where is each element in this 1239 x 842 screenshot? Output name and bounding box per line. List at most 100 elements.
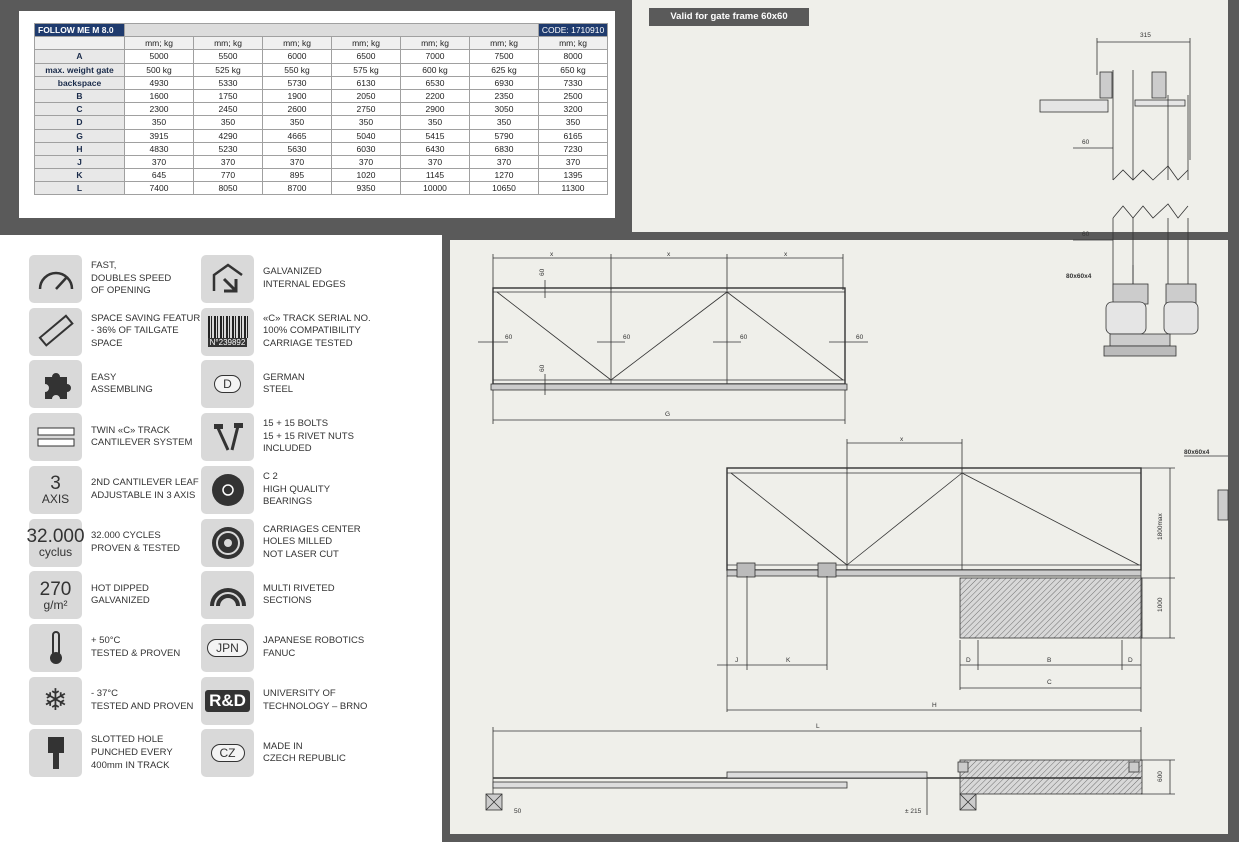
thermometer-icon [29,623,82,672]
feature-line: HOT DIPPED [91,582,149,594]
unit-cell: mm; kg [538,36,608,51]
feature-line: TESTED AND PROVEN [91,700,194,712]
feature-line: FAST, [91,260,117,272]
installed-gate-view: x 1800max 1000 80x60x4 [717,436,1229,712]
feature-line: GALVANIZED [263,266,322,278]
valid-note: Valid for gate frame 60x60 [649,8,809,26]
drawing-top-area [632,0,1239,232]
dim-x-4: x [900,436,904,443]
feature-line: INCLUDED [263,443,312,455]
dim-60-4: 60 [856,334,864,341]
feature-line: CZECH REPUBLIC [263,753,346,765]
icon-big-text: 32.000 [26,526,85,547]
speedometer-icon [29,255,82,303]
table-cell: 500 kg [124,62,194,77]
bolts-icon [201,413,254,462]
carriage-holes-icon [201,518,254,567]
unit-cell: mm; kg [469,36,539,51]
dim-D-1: D [966,657,971,664]
badge-text: JPN [207,638,248,657]
table-cell: 1600 [124,88,194,104]
feature-line: 400mm IN TRACK [91,759,170,771]
feature-line: BEARINGS [263,496,313,508]
feature-line: - 37°C [91,688,119,699]
galvanized-edge-icon [201,255,254,303]
profile-label-2: 80x60x4 [1184,449,1210,456]
feature-line: ASSEMBLING [91,384,153,396]
dim-1000: 1000 [1157,597,1164,612]
feature-line: JAPANESE ROBOTICS [263,635,365,647]
icon-big-text: 3 [50,473,61,495]
dim-H: H [932,702,937,709]
feature-item: N°239892«C» TRACK SERIAL NO.100% COMPATI… [201,307,401,356]
dim-60-3: 60 [740,334,748,341]
table-cell: 550 kg [262,62,332,77]
feature-line: TWIN «C» TRACK [91,424,171,436]
table-cell: 2300 [124,102,194,117]
icon-small-text: AXIS [41,492,70,507]
dim-60-6: 60 [539,364,546,372]
drawing-right-border [1228,0,1239,842]
table-cell: 7400 [124,181,194,196]
rnd-icon: R&D [201,676,254,725]
feature-line: UNIVERSITY OF [263,688,336,699]
badge-text: D [214,375,241,394]
barcode-number: N°239892 [207,338,248,348]
feature-line: SLOTTED HOLE [91,734,164,746]
feature-line: STEEL [263,384,294,396]
dim-215: ± 215 [905,808,922,815]
feature-line: HIGH QUALITY [263,483,331,495]
feature-line: 100% COMPATIBILITY [263,325,361,337]
feature-line: GALVANIZED [91,595,150,607]
dim-D-2: D [1128,657,1133,664]
dim-K: K [786,657,791,664]
dim-L: L [816,723,820,730]
dim-60-2: 60 [623,334,631,341]
dim-600: 600 [1157,771,1164,782]
feature-line: OF OPENING [91,285,151,297]
feature-line: DOUBLES SPEED [91,272,172,284]
feature-line: GERMAN [263,371,305,383]
table-cell: 3200 [538,102,608,117]
barcode-icon: N°239892 [201,307,254,356]
dim-C: C [1047,679,1052,686]
table-cell: 2500 [538,88,608,104]
plan-view: L 600 50 ± 215 [485,723,1175,815]
table-cell: 650 kg [538,62,608,77]
feature-line: 32.000 CYCLES [91,529,161,541]
dim-50: 50 [514,808,522,815]
feature-line: 15 + 15 BOLTS [263,418,329,430]
truss-view: x x x G 60 60 60 60 60 60 [478,251,868,424]
table-cell: 11300 [538,181,608,196]
table-cell: 2200 [400,88,470,104]
feature-line: CARRIAGE TESTED [263,337,353,349]
